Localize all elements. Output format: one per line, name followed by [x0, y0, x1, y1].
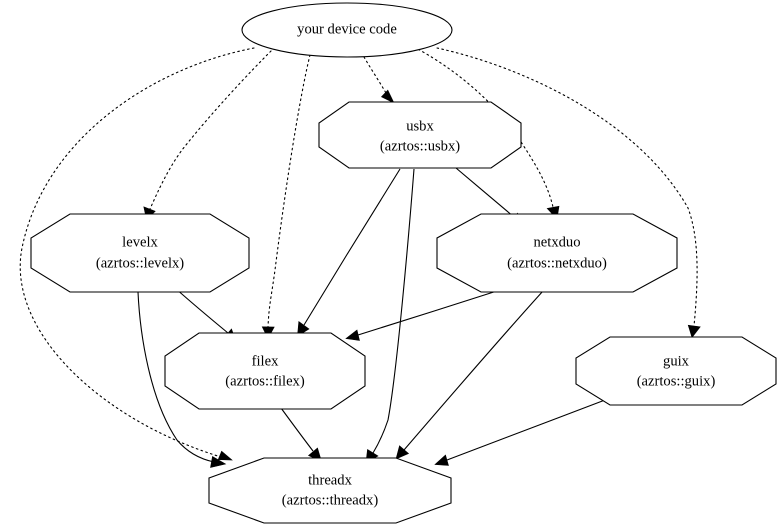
node-levelx-label-line1: levelx: [122, 234, 158, 250]
edge-device-levelx: [143, 50, 272, 221]
node-netxduo-shape[interactable]: [436, 213, 678, 293]
edge-device-guix: [436, 47, 701, 339]
edge-device-usbx: [363, 56, 395, 104]
edge-netxduo-threadx: [395, 290, 544, 460]
node-threadx-label-line2: (azrtos::threadx): [282, 492, 379, 508]
node-device-label-line1: your device code: [297, 21, 397, 37]
node-filex[interactable]: filex (azrtos::filex): [164, 332, 366, 410]
node-usbx-label-line1: usbx: [406, 118, 434, 134]
node-filex-shape[interactable]: [164, 332, 366, 410]
node-guix-label-line1: guix: [663, 353, 690, 369]
node-threadx-label-line1: threadx: [308, 472, 352, 488]
edge-usbx-filex: [297, 168, 401, 337]
node-device-shape[interactable]: [241, 2, 453, 58]
node-layer: your device code usbx (azrtos::usbx) lev…: [30, 2, 777, 524]
node-guix[interactable]: guix (azrtos::guix): [575, 336, 777, 406]
node-usbx-shape[interactable]: [318, 101, 522, 169]
node-guix-shape[interactable]: [575, 336, 777, 406]
node-levelx-shape[interactable]: [30, 213, 250, 293]
node-filex-label-line2: (azrtos::filex): [225, 373, 305, 389]
node-netxduo-label-line1: netxduo: [533, 234, 580, 250]
node-guix-label-line2: (azrtos::guix): [637, 373, 716, 389]
node-levelx[interactable]: levelx (azrtos::levelx): [30, 213, 250, 293]
node-netxduo-label-line2: (azrtos::netxduo): [507, 255, 607, 271]
edge-netxduo-filex: [345, 289, 501, 341]
node-threadx-shape[interactable]: [208, 457, 452, 524]
node-usbx[interactable]: usbx (azrtos::usbx): [318, 101, 522, 169]
edge-device-filex: [261, 54, 311, 340]
edge-device-threadx: [19, 47, 255, 461]
node-netxduo[interactable]: netxduo (azrtos::netxduo): [436, 213, 678, 293]
node-device[interactable]: your device code: [241, 2, 453, 58]
node-filex-label-line1: filex: [252, 353, 279, 369]
node-threadx[interactable]: threadx (azrtos::threadx): [208, 457, 452, 524]
edge-filex-threadx: [280, 407, 322, 463]
edge-levelx-threadx: [137, 291, 227, 468]
edge-guix-threadx: [434, 399, 606, 466]
node-usbx-label-line2: (azrtos::usbx): [380, 138, 460, 154]
node-levelx-label-line2: (azrtos::levelx): [96, 255, 184, 271]
